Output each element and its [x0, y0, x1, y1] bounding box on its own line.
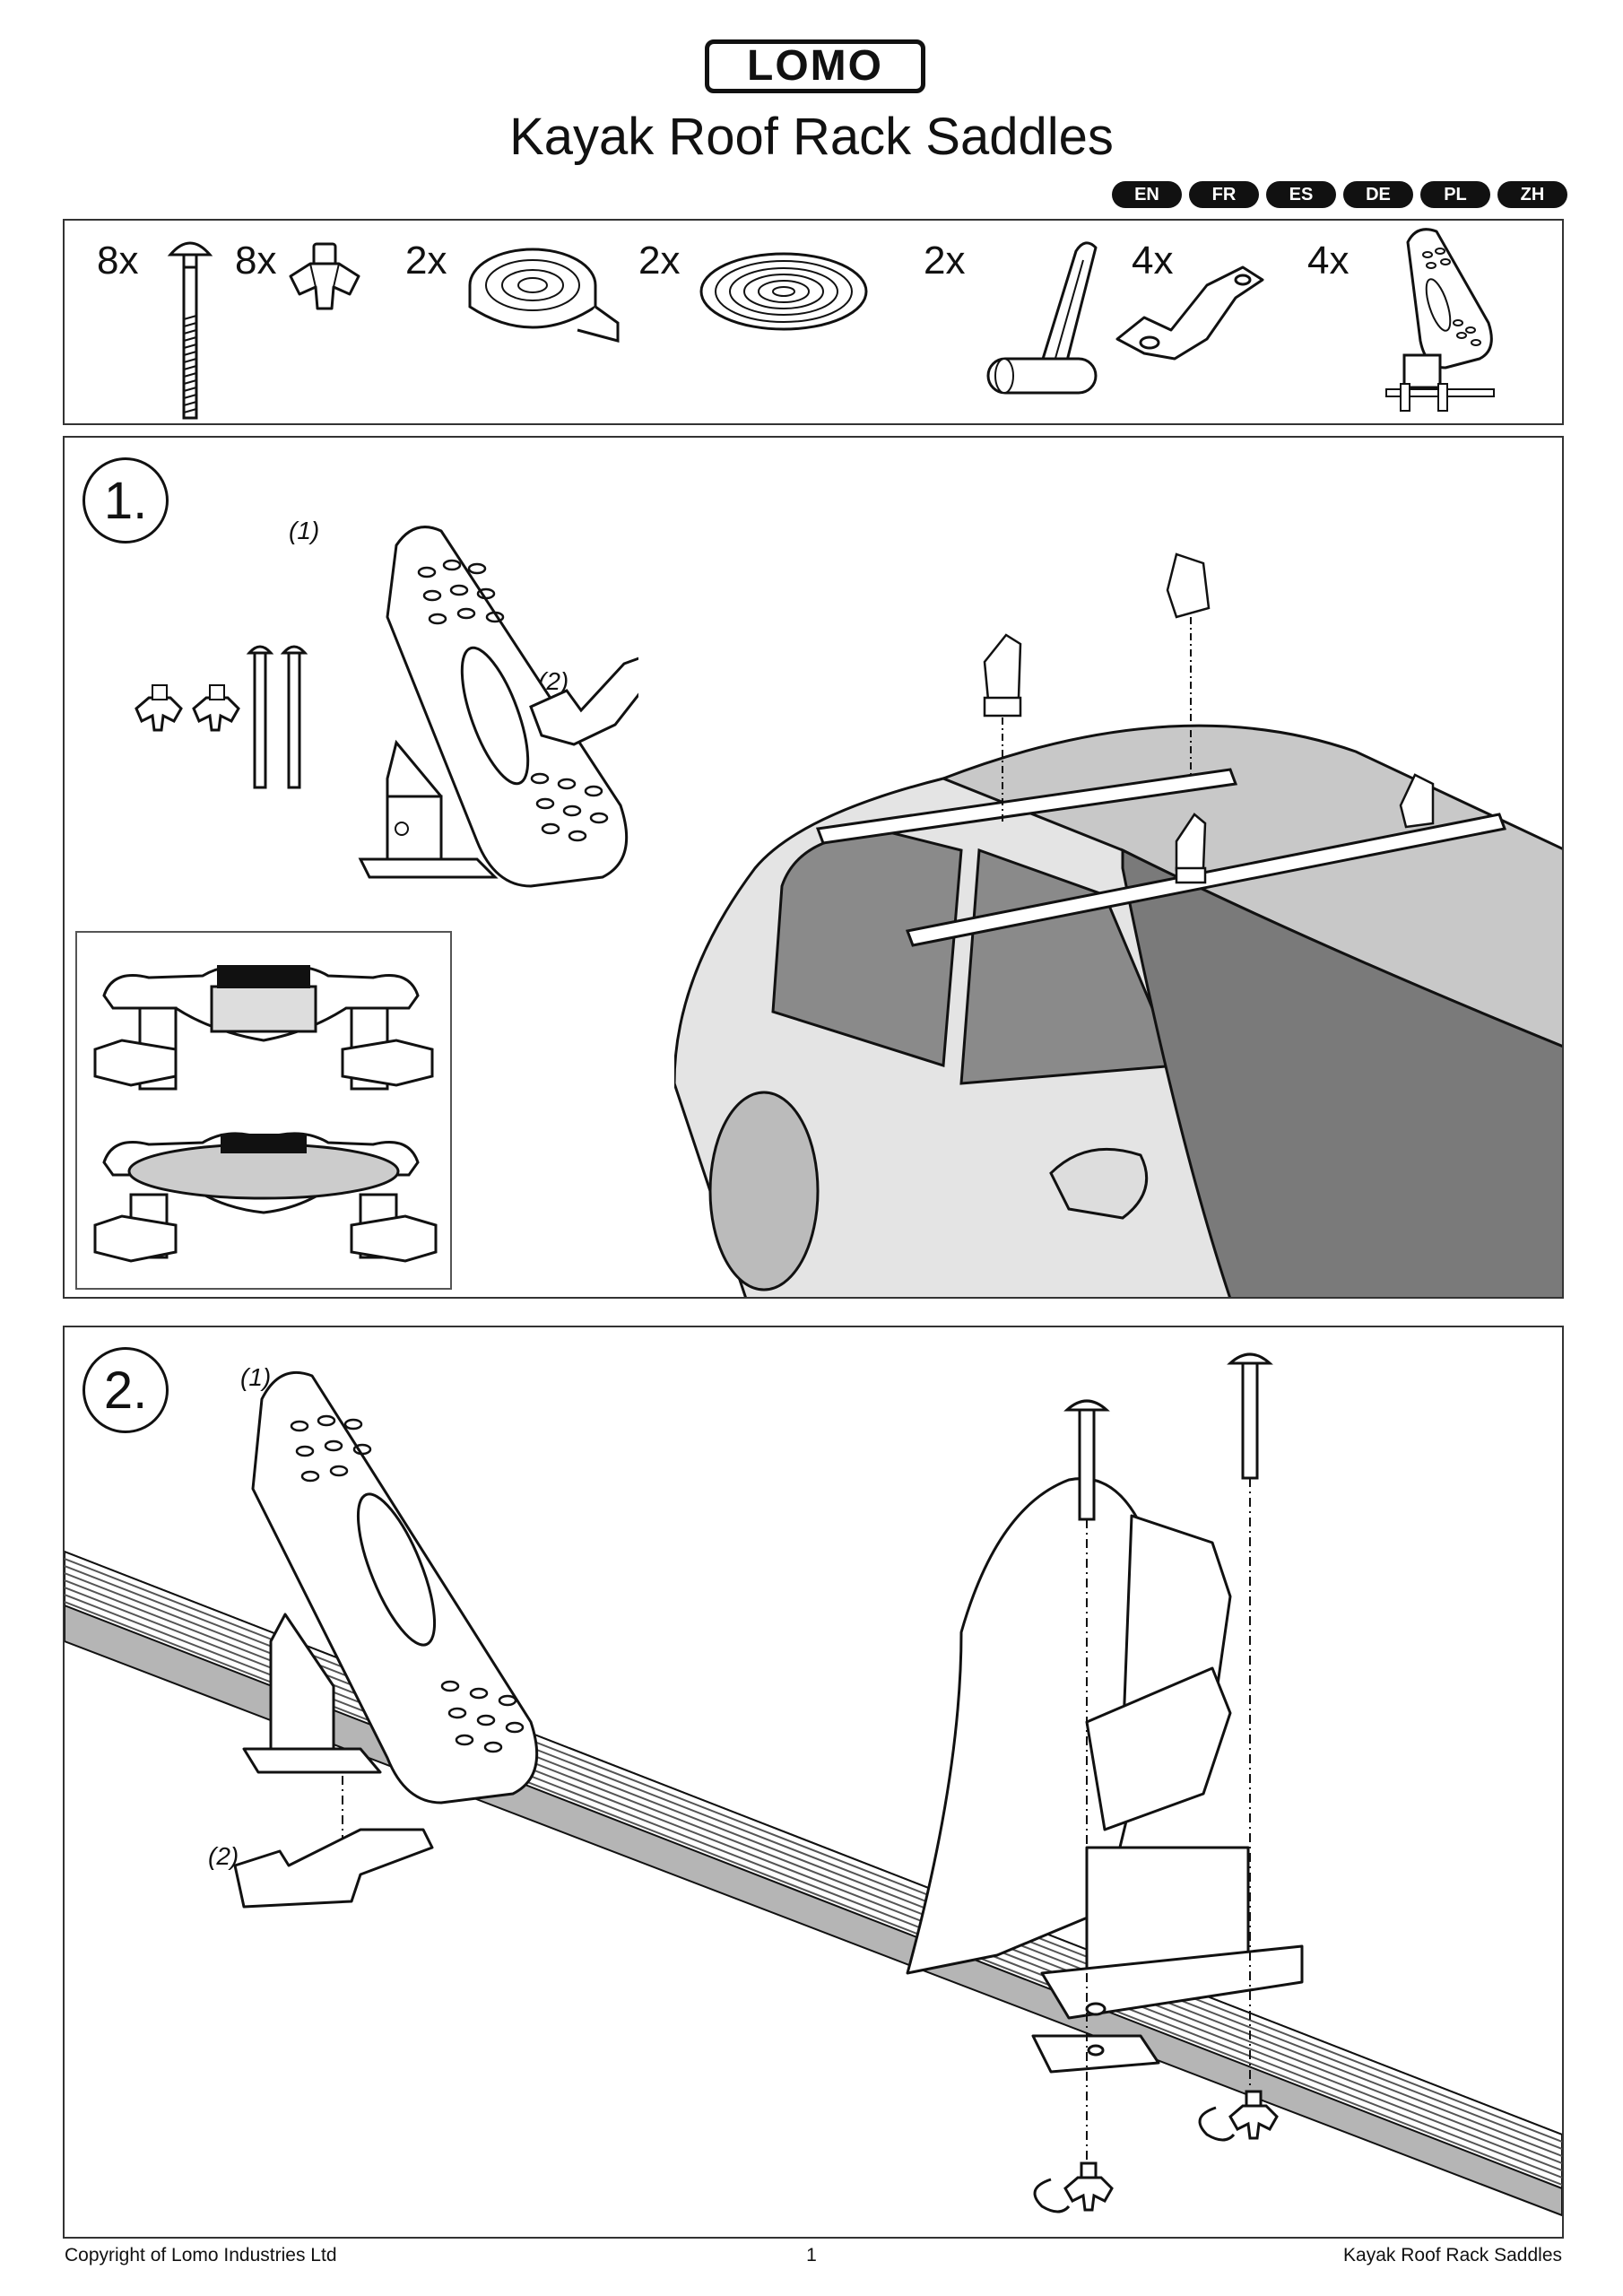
step-2-panel: 2. (1) (2) [63, 1326, 1564, 2239]
language-badge-fr[interactable]: FR [1189, 181, 1259, 208]
part-qty-saddle: 4x [1307, 239, 1350, 283]
footer-page-number: 1 [806, 2245, 817, 2266]
language-badge-en[interactable]: EN [1112, 181, 1182, 208]
language-badge-de[interactable]: DE [1343, 181, 1413, 208]
foam-strip-roll-icon [468, 248, 620, 343]
car-roof-rack-drawing [674, 552, 1562, 1297]
step-2-bar-mounting-drawing [65, 1352, 1562, 2217]
clamp-square-bar-detail [93, 965, 434, 1091]
step-1-number: 1. [82, 457, 169, 544]
language-badge-pl[interactable]: PL [1420, 181, 1490, 208]
logo-text: LOMO [747, 42, 883, 90]
mounting-bracket-icon [1115, 265, 1264, 361]
part-qty-rubber-coil: 2x [638, 239, 681, 283]
part-qty-bracket: 4x [1132, 239, 1174, 283]
wing-nut-icon [289, 242, 360, 310]
part-qty-wing-nut: 8x [235, 239, 277, 283]
brand-logo: LOMO [705, 39, 925, 93]
carriage-bolt-icon [167, 241, 213, 420]
parts-list-panel: 8x 8x 2x 2x [63, 219, 1564, 425]
part-qty-foam-strip: 2x [405, 239, 447, 283]
step-1-panel: 1. (1) (2) [63, 436, 1564, 1299]
part-qty-bolt: 8x [97, 239, 139, 283]
language-selector: EN FR ES DE PL ZH [1112, 181, 1567, 208]
document-title: Kayak Roof Rack Saddles [509, 108, 1114, 166]
footer-document-name: Kayak Roof Rack Saddles [1343, 2245, 1562, 2266]
step-2-callout-saddle: (1) [240, 1363, 272, 1391]
step-2-number: 2. [82, 1347, 169, 1433]
footer-copyright: Copyright of Lomo Industries Ltd [65, 2245, 337, 2266]
part-qty-strap-toggle: 2x [924, 239, 966, 283]
language-badge-es[interactable]: ES [1266, 181, 1336, 208]
rubber-strip-coil-icon [699, 252, 868, 331]
step-1-saddle-assembly-drawing [135, 526, 638, 888]
clamp-detail-drawing [93, 965, 438, 1263]
language-badge-zh[interactable]: ZH [1497, 181, 1567, 208]
strap-loop-toggle-icon [986, 241, 1098, 395]
clamp-detail-inset [75, 931, 452, 1290]
kayak-saddle-icon [1385, 228, 1495, 412]
clamp-oval-bar-detail [93, 1132, 438, 1263]
step-1-callout-saddle: (1) [289, 517, 320, 544]
